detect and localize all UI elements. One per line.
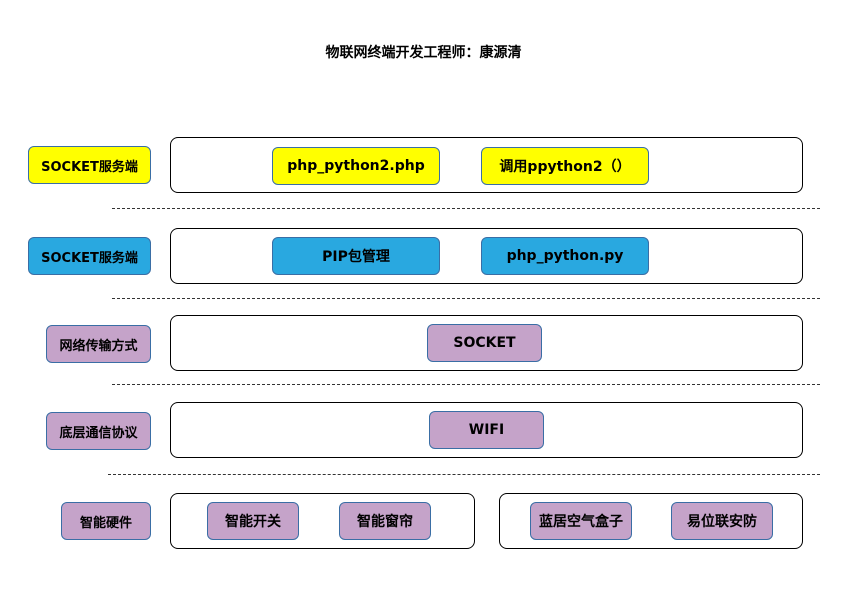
air-box-block: 蓝居空气盒子 [530, 502, 632, 540]
layer-label-socket-server-python: SOCKET服务端 [28, 237, 151, 275]
smart-curtain-block: 智能窗帘 [339, 502, 431, 540]
layer-divider [112, 298, 820, 299]
layer-label-network-transport: 网络传输方式 [46, 325, 151, 363]
php-python2-php-block: php_python2.php [272, 147, 440, 185]
pip-package-manager-block: PIP包管理 [272, 237, 440, 275]
layer-label-socket-server-php: SOCKET服务端 [28, 146, 151, 184]
layer-label-low-level-protocol: 底层通信协议 [46, 412, 151, 450]
smart-switch-block: 智能开关 [207, 502, 299, 540]
layer-divider [112, 208, 820, 209]
layer-label-smart-hardware: 智能硬件 [61, 502, 151, 540]
wifi-block: WIFI [429, 411, 544, 449]
layer-divider [112, 384, 820, 385]
php-python-py-block: php_python.py [481, 237, 649, 275]
security-block: 易位联安防 [671, 502, 773, 540]
layer-divider [108, 474, 820, 475]
call-ppython2-block: 调用ppython2（） [481, 147, 649, 185]
diagram-title: 物联网终端开发工程师：康源清 [325, 45, 522, 61]
socket-block: SOCKET [427, 324, 542, 362]
